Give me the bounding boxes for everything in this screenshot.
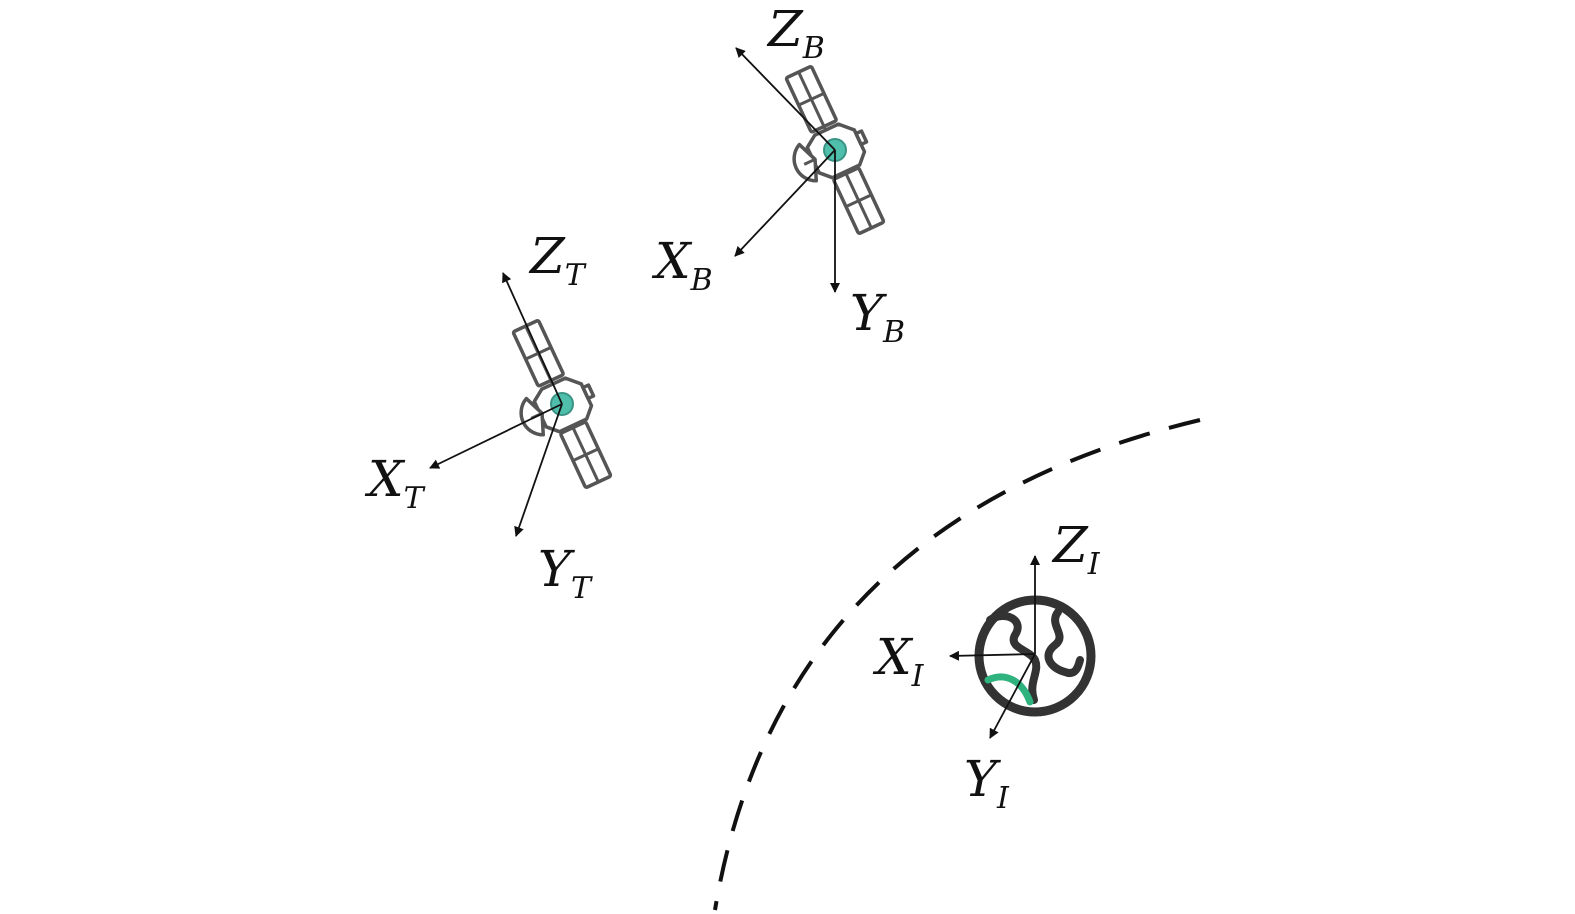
x-axis-b [734, 149, 836, 257]
y-axis-i [989, 653, 1036, 739]
x-i-label: XI [872, 628, 925, 694]
x-axis-t [429, 403, 563, 469]
y-b-label: YB [850, 284, 905, 350]
target-satellite [429, 272, 630, 537]
y-axis-t [514, 403, 563, 537]
z-i-label: ZI [1051, 516, 1101, 582]
z-t-label: ZT [528, 227, 587, 293]
z-axis-t [502, 272, 563, 405]
x-t-label: XT [364, 450, 426, 516]
z-b-label: ZB [766, 0, 825, 66]
y-t-label: YT [538, 540, 593, 606]
z-axis-b [735, 47, 836, 151]
x-b-label: XB [651, 232, 713, 298]
earth [949, 555, 1096, 739]
y-i-label: YI [964, 750, 1010, 816]
orbit-arc [713, 418, 1201, 911]
x-axis-i [949, 650, 1036, 661]
earth-accent-line [984, 673, 1034, 706]
chaser-satellite [734, 47, 903, 293]
